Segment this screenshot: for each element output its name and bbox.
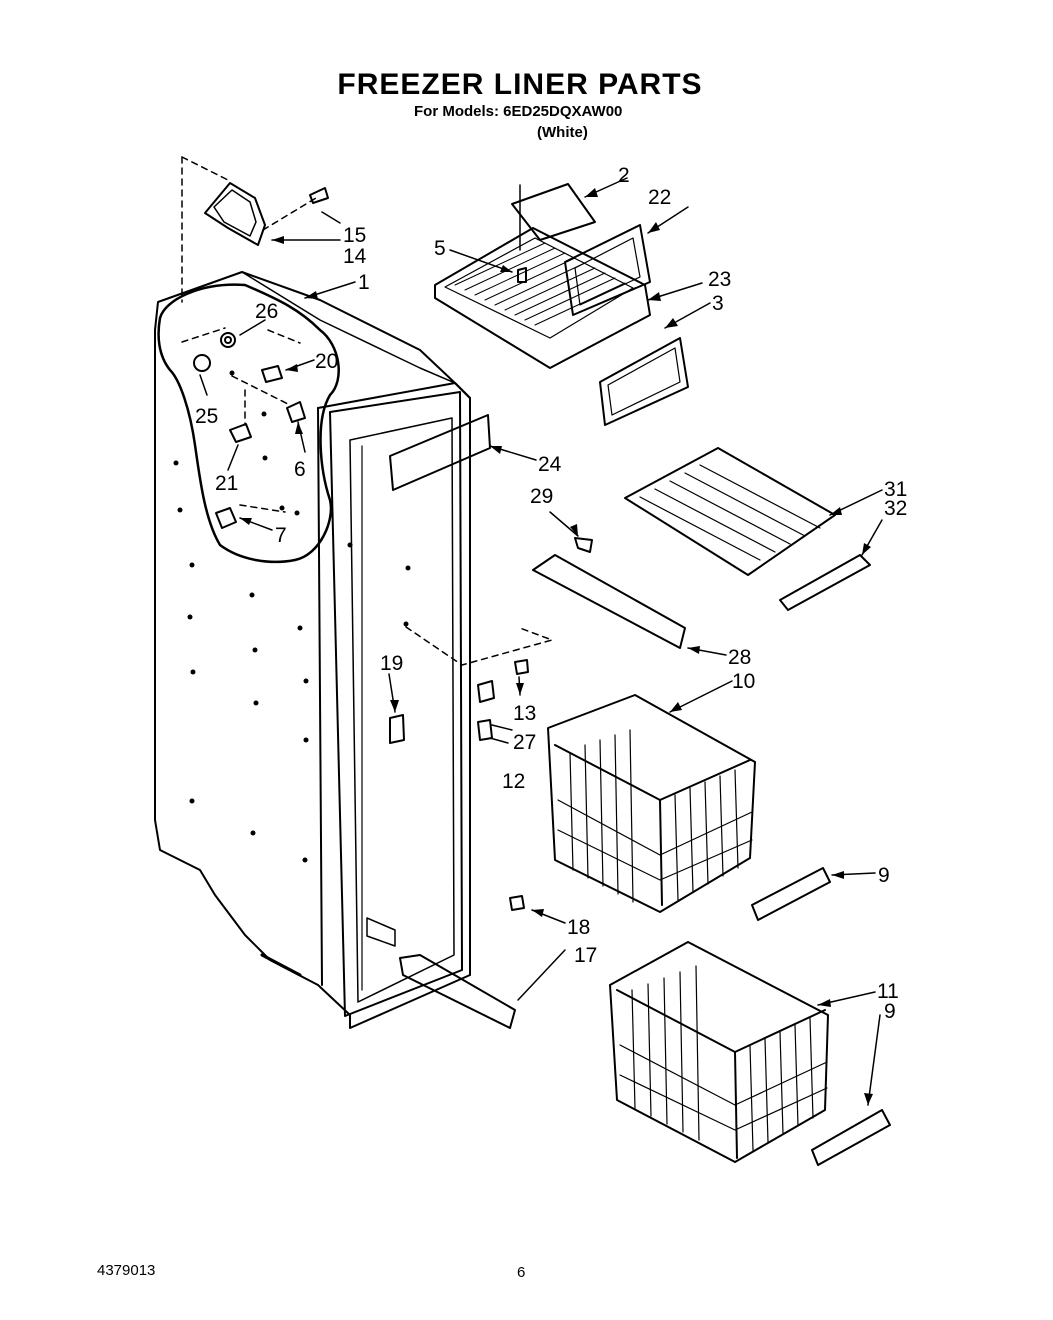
leader-lines — [199, 177, 883, 1106]
callout-1: 1 — [358, 271, 370, 294]
small-parts-side — [193, 332, 405, 744]
callout-5: 5 — [434, 237, 446, 260]
callout-2: 2 — [618, 164, 630, 187]
top-shelf-assembly — [434, 183, 689, 426]
callout-18: 18 — [567, 916, 590, 939]
models-line: For Models: 6ED25DQXAW00 — [414, 103, 623, 120]
callout-21: 21 — [215, 472, 238, 495]
callout-22: 22 — [648, 186, 671, 209]
callout-6: 6 — [294, 458, 306, 481]
guide-lines — [181, 156, 553, 666]
part-24-strip — [389, 414, 491, 491]
callout-29: 29 — [530, 485, 553, 508]
callout-10: 10 — [732, 670, 755, 693]
callout-28: 28 — [728, 646, 751, 669]
callout-13: 13 — [513, 702, 536, 725]
freezer-liner-part-1 — [154, 271, 471, 1029]
callout-23: 23 — [708, 268, 731, 291]
callout-24: 24 — [538, 453, 562, 476]
document-number: 4379013 — [97, 1262, 156, 1279]
callout-14: 14 — [343, 245, 367, 268]
callout-25: 25 — [195, 405, 218, 428]
page-title: FREEZER LINER PARTS — [337, 68, 703, 101]
basket-part-10 — [547, 694, 831, 921]
callout-15: 15 — [343, 224, 366, 247]
part-14-bracket — [204, 182, 266, 246]
arrowheads — [240, 188, 873, 1105]
callout-9-upper: 9 — [878, 864, 890, 887]
callout-11: 11 — [877, 980, 899, 1003]
callout-20: 20 — [315, 350, 338, 373]
callout-9-lower: 9 — [884, 1000, 896, 1023]
callout-31: 31 — [884, 478, 907, 501]
wire-shelf-part-31 — [624, 447, 871, 611]
callout-17: 17 — [574, 944, 597, 967]
callout-12: 12 — [502, 770, 525, 793]
callout-labels: 1 2 22 5 23 3 15 14 26 20 25 6 21 7 24 2… — [195, 164, 907, 1023]
callout-32: 32 — [884, 497, 907, 520]
trim-part-17 — [399, 895, 525, 1029]
basket-part-11 — [609, 941, 891, 1166]
part-15-screw — [309, 187, 329, 204]
page-number: 6 — [517, 1264, 526, 1281]
callout-7: 7 — [275, 524, 287, 547]
callout-3: 3 — [712, 292, 724, 315]
callout-27: 27 — [513, 731, 536, 754]
bracket-part-28 — [532, 537, 686, 649]
color-line: (White) — [537, 124, 588, 141]
callout-26: 26 — [255, 300, 278, 323]
callout-19: 19 — [380, 652, 403, 675]
